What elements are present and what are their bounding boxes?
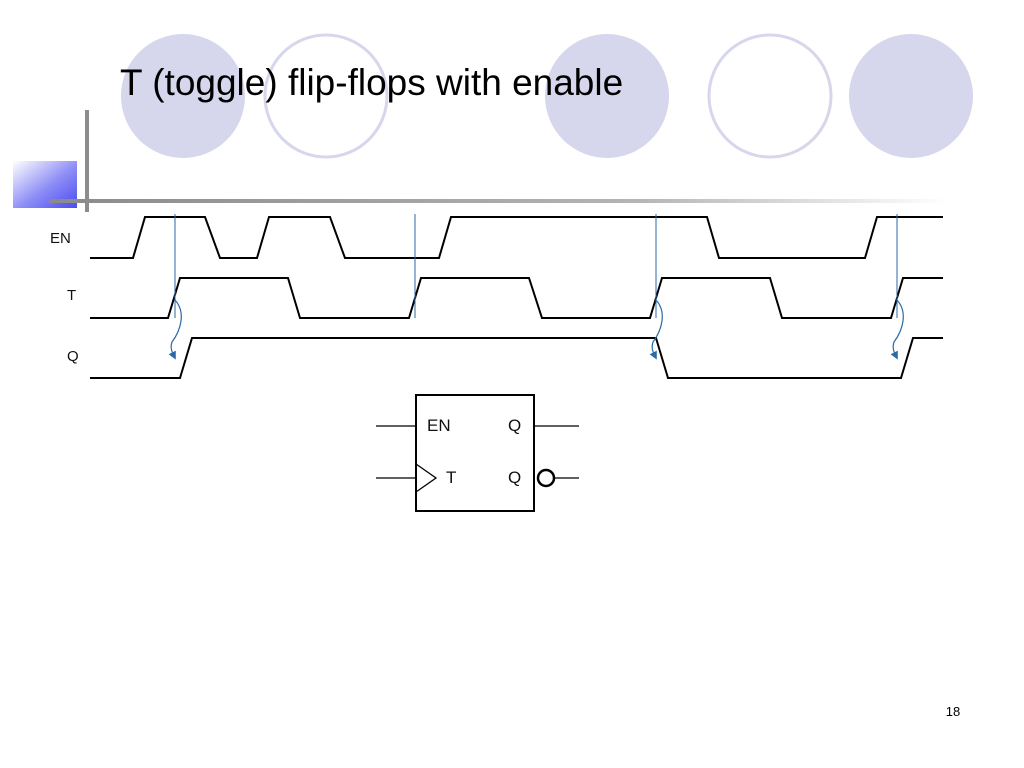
ff-output-q-bar-label: Q [508,468,521,487]
ff-input-t-label: T [446,468,456,487]
page-number: 18 [945,704,961,719]
decor-circle-filled [545,34,669,158]
vertical-rule [85,110,89,212]
flip-flop-body [415,394,535,512]
decor-circle-filled [121,34,245,158]
inversion-bubble-icon [536,468,556,488]
signal-label-en: EN [50,230,71,247]
toggle-arrow [649,299,663,360]
toggle-arrow [890,299,904,360]
t-flip-flop-symbol: EN T Q Q [376,394,579,512]
signal-label-q: Q [67,348,79,365]
waveform-en [90,216,943,259]
waveform-t [90,277,943,319]
signal-label-t: T [67,287,76,304]
horizontal-rule [49,199,949,203]
toggle-arrow [168,299,182,360]
ff-output-q-label: Q [508,416,521,435]
decor-circle-outline [263,33,389,159]
waveform-q [90,337,943,379]
clock-triangle-icon [415,463,438,493]
decor-circle-outline [707,33,833,159]
slide-title: T (toggle) flip-flops with enable [120,62,624,103]
decor-circle-filled [849,34,973,158]
ff-input-en-label: EN [427,416,451,435]
